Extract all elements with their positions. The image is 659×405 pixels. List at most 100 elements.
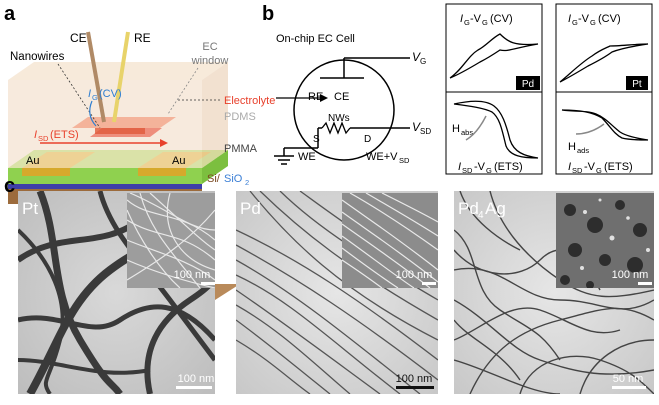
ec-window [72,117,176,128]
label-vsd: V SD [412,120,431,136]
nanowire-strip [95,128,145,134]
svg-text:-V: -V [470,13,482,25]
label-s: S [313,134,320,145]
svg-text:I: I [458,161,461,173]
svg-text:(ETS): (ETS) [50,129,79,141]
svg-text:4: 4 [478,210,484,221]
tem-image-pd: 100 nm Pd 100 nm [236,191,438,394]
svg-text:WE+V: WE+V [366,151,398,163]
re-electrode-wire [112,31,130,123]
svg-text:H: H [452,123,460,135]
au-electrode-right [138,168,186,176]
tem-pt-inset-wires [127,193,215,288]
tem-pd-inset-wires [342,193,438,288]
svg-text:G: G [420,57,426,66]
sio2-layer [8,184,202,189]
pt-top-title: I G -V G (CV) [568,13,621,27]
svg-text:(ETS): (ETS) [494,161,523,173]
badge-pd: Pd [522,79,534,90]
svg-text:G: G [486,166,492,175]
ce-electrode-wire [86,31,106,123]
tem-pd4ag-inset-highlights [580,198,650,270]
tem-pd-inset [342,193,438,288]
label-pmma: PMMA [224,143,258,155]
au-electrode-left [22,168,70,176]
svg-text:G: G [590,18,596,27]
panel-a: a CE RE EC window Nanowires [4,3,275,300]
tem-pd4ag-wires [454,191,654,394]
tem-pd4ag-main-scalebar [612,386,646,389]
svg-text:SD: SD [399,156,410,165]
label-we: WE [298,151,316,163]
tem-pd-main-scalebar [396,386,434,389]
ig-arrow [89,100,97,127]
pdms-side [202,62,228,168]
svg-text:-V: -V [584,161,596,173]
svg-text:I: I [568,161,571,173]
label-ig-cv: I G (CV) [88,88,122,102]
ec-cell-title: On-chip EC Cell [276,33,355,45]
label-ce: CE [70,31,87,45]
svg-text:Ag: Ag [485,199,506,218]
svg-text:V: V [412,50,421,64]
tem-pt-label: Pt [22,199,38,218]
svg-text:Si/: Si/ [207,173,221,185]
svg-text:-V: -V [578,13,590,25]
tem-pd4ag-label: Pd 4 Ag [458,199,506,221]
pt-bottom-h-label: H ads [568,141,589,155]
svg-text:I: I [460,13,463,25]
tem-pt-main-scale-label: 100 nm [178,373,215,385]
tem-pt-inset-scalebar [201,282,215,285]
label-we-vsd: WE+V SD [366,151,410,165]
tem-pd4ag-main-scale-label: 50 nm [613,373,644,385]
label-nws: NWs [328,113,350,124]
pmma-side [202,150,228,184]
svg-text:SD: SD [420,127,431,136]
re-arrowhead [320,94,328,102]
svg-text:H: H [568,141,576,153]
panel-c: c [4,175,654,394]
tem-image-pd4ag: 100 nm Pd 4 Ag 50 nm [454,191,654,394]
panel-c-letter: c [4,175,15,197]
pd-bottom-h-label: H abs [452,123,473,137]
svg-text:G: G [482,18,488,27]
svg-text:(CV): (CV) [99,88,122,100]
label-ec-window-line2: window [191,55,229,67]
tem-pd4ag-inset-texture [560,200,647,288]
pd-habs-arrow [465,115,487,141]
tem-pd-inset-scale-label: 100 nm [396,269,433,281]
label-isd-ets: I SD (ETS) [34,129,79,143]
tem-pd-label: Pd [240,199,261,218]
svg-text:-V: -V [474,161,486,173]
pt-ets-curve [561,109,649,141]
label-nanowires: Nanowires [10,51,65,63]
label-ce-b: CE [334,91,349,103]
svg-text:V: V [412,120,421,134]
svg-text:SD: SD [38,134,49,143]
label-au-left: Au [26,155,39,167]
svg-text:(CV): (CV) [598,13,621,25]
svg-text:(ETS): (ETS) [604,161,633,173]
label-ec-window-line1: EC [202,41,217,53]
badge-pd-bg [516,76,540,90]
label-si-sio2: Si/ SiO 2 [207,173,249,187]
label-electrolyte: Electrolyte [224,95,275,107]
label-re-b: RE [308,91,323,103]
pd-cv-curve [449,33,539,79]
tem-pd4ag-inset-scale-label: 100 nm [612,269,649,281]
label-pdms: PDMS [224,111,256,123]
tem-pd-inset-scalebar [422,282,436,285]
nanowires-pointer [57,63,101,129]
svg-text:(CV): (CV) [490,13,513,25]
svg-text:ads: ads [577,146,589,155]
svg-text:SD: SD [462,166,473,175]
pd-ets-curve [453,100,539,159]
svg-text:I: I [568,13,571,25]
tem-image-pt: 100 nm Pt 100 nm [18,191,215,394]
svg-text:I: I [34,129,37,141]
pt-cv-curve [559,43,649,83]
label-d: D [364,134,371,145]
label-vg: V G [412,50,426,66]
pt-hads-arrow [575,123,605,135]
